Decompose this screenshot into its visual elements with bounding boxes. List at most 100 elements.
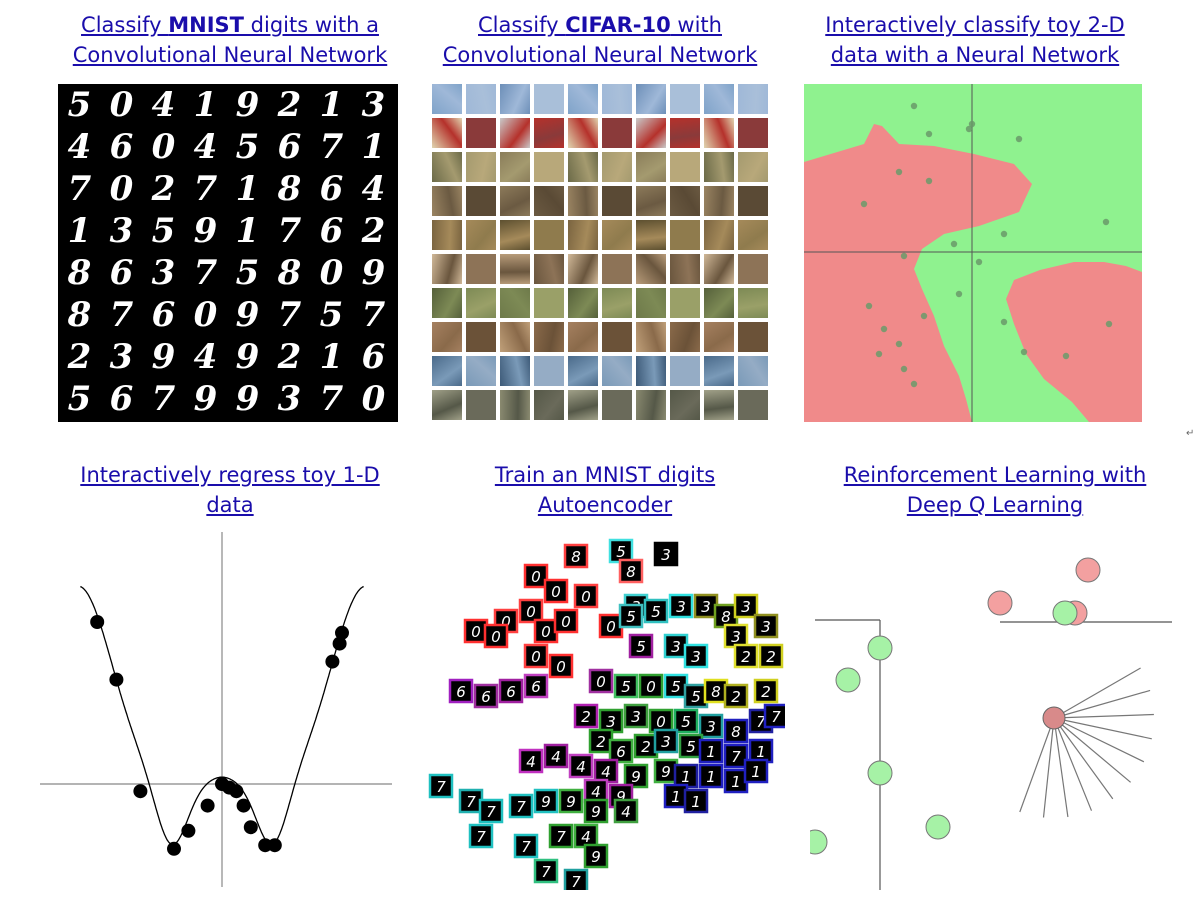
cifar-thumbnail [602, 390, 632, 420]
svg-text:7: 7 [771, 708, 781, 726]
cifar-thumbnail [500, 254, 530, 284]
food-item [867, 635, 893, 661]
return-glyph: ↵ [1186, 428, 1195, 439]
mnist-digit: 1 [235, 169, 260, 209]
sensor-ray [1053, 667, 1141, 719]
classification-2d-plot[interactable] [804, 84, 1142, 422]
regression-points [90, 615, 349, 856]
autoencoder-embedding[interactable]: 8538000300000005533833335322006666050558… [425, 535, 785, 890]
cifar-thumbnail [704, 84, 734, 114]
regression-point [133, 784, 148, 799]
class-point [1000, 230, 1008, 238]
cifar-images-grid[interactable] [432, 84, 772, 422]
svg-text:7: 7 [516, 798, 526, 816]
svg-text:1: 1 [671, 788, 681, 806]
sensor-ray [1053, 713, 1154, 719]
food-item [810, 829, 828, 855]
cifar-thumbnail [670, 288, 700, 318]
cifar-thumbnail [534, 152, 564, 182]
embedding-tile: 2 [588, 728, 614, 754]
mnist-digit: 7 [151, 379, 176, 419]
svg-text:0: 0 [646, 678, 656, 696]
cifar-thumbnail [670, 356, 700, 386]
regression-point [325, 654, 340, 669]
cifar-thumbnail [432, 220, 462, 250]
sensor-ray [1053, 717, 1131, 783]
embedding-tile: 9 [583, 843, 609, 869]
svg-text:0: 0 [551, 583, 561, 601]
cifar-thumbnail [738, 254, 768, 284]
cifar-thumbnail [704, 356, 734, 386]
regression-point [167, 841, 181, 856]
embedding-tile: 5 [643, 598, 669, 624]
cifar-thumbnail [466, 220, 496, 250]
cifar-thumbnail [704, 288, 734, 318]
embedding-tile: 3 [753, 613, 779, 639]
regression-1d-plot[interactable] [40, 532, 392, 887]
cifar-thumbnail [500, 186, 530, 216]
svg-text:0: 0 [561, 613, 571, 631]
embedding-tile: 5 [673, 708, 699, 734]
mnist-digit: 5 [67, 85, 92, 125]
svg-text:6: 6 [531, 678, 541, 696]
class-point [860, 200, 868, 208]
mnist-digit: 7 [193, 253, 218, 293]
svg-text:2: 2 [641, 738, 651, 756]
embedding-tile: 7 [563, 868, 589, 890]
svg-text:7: 7 [731, 748, 741, 766]
cifar-thumbnail [534, 254, 564, 284]
cifar-thumbnail [636, 390, 666, 420]
embedding-tile: 2 [758, 643, 784, 669]
embedding-tile: 0 [533, 618, 559, 644]
mnist-digit: 3 [361, 85, 386, 125]
embedding-tile: 3 [723, 623, 749, 649]
embedding-tile: 0 [523, 563, 549, 589]
svg-text:6: 6 [506, 683, 516, 701]
deep-q-environment[interactable] [810, 545, 1180, 890]
embedding-tile: 5 [683, 683, 709, 709]
mnist-digit: 4 [193, 127, 218, 167]
embedding-tile: 1 [698, 738, 724, 764]
food-item [1052, 600, 1078, 626]
embedding-tile: 8 [703, 678, 729, 704]
embedding-tile: 0 [638, 673, 664, 699]
embedding-tile: 4 [543, 743, 569, 769]
regression-point [335, 625, 349, 640]
cifar-thumbnail [704, 152, 734, 182]
cifar-thumbnail [670, 152, 700, 182]
cifar-thumbnail [738, 356, 768, 386]
embedding-tile: 0 [648, 708, 674, 734]
cifar-thumbnail [636, 186, 666, 216]
cifar-thumbnail [432, 152, 462, 182]
mnist-digit: 0 [361, 379, 386, 419]
svg-text:1: 1 [681, 768, 691, 786]
embedding-tile: 0 [588, 668, 614, 694]
embedding-tile: 1 [663, 783, 689, 809]
embedding-tile: 7 [428, 773, 454, 799]
svg-text:4: 4 [591, 783, 601, 801]
embedding-tile: 9 [653, 758, 679, 784]
svg-text:5: 5 [681, 713, 691, 731]
cifar-thumbnail [636, 288, 666, 318]
svg-text:0: 0 [531, 648, 541, 666]
svg-text:3: 3 [631, 708, 641, 726]
cifar-thumbnail [568, 84, 598, 114]
sensor-ray [1053, 717, 1069, 818]
cifar-thumbnail [738, 186, 768, 216]
sensor-ray [1053, 717, 1152, 740]
class-point [910, 380, 918, 388]
embedding-tile: 3 [693, 593, 719, 619]
cifar-thumbnail [534, 84, 564, 114]
mnist-digit: 8 [67, 253, 92, 293]
agent-sensor-rays [1019, 667, 1154, 818]
cifar-thumbnail [534, 220, 564, 250]
